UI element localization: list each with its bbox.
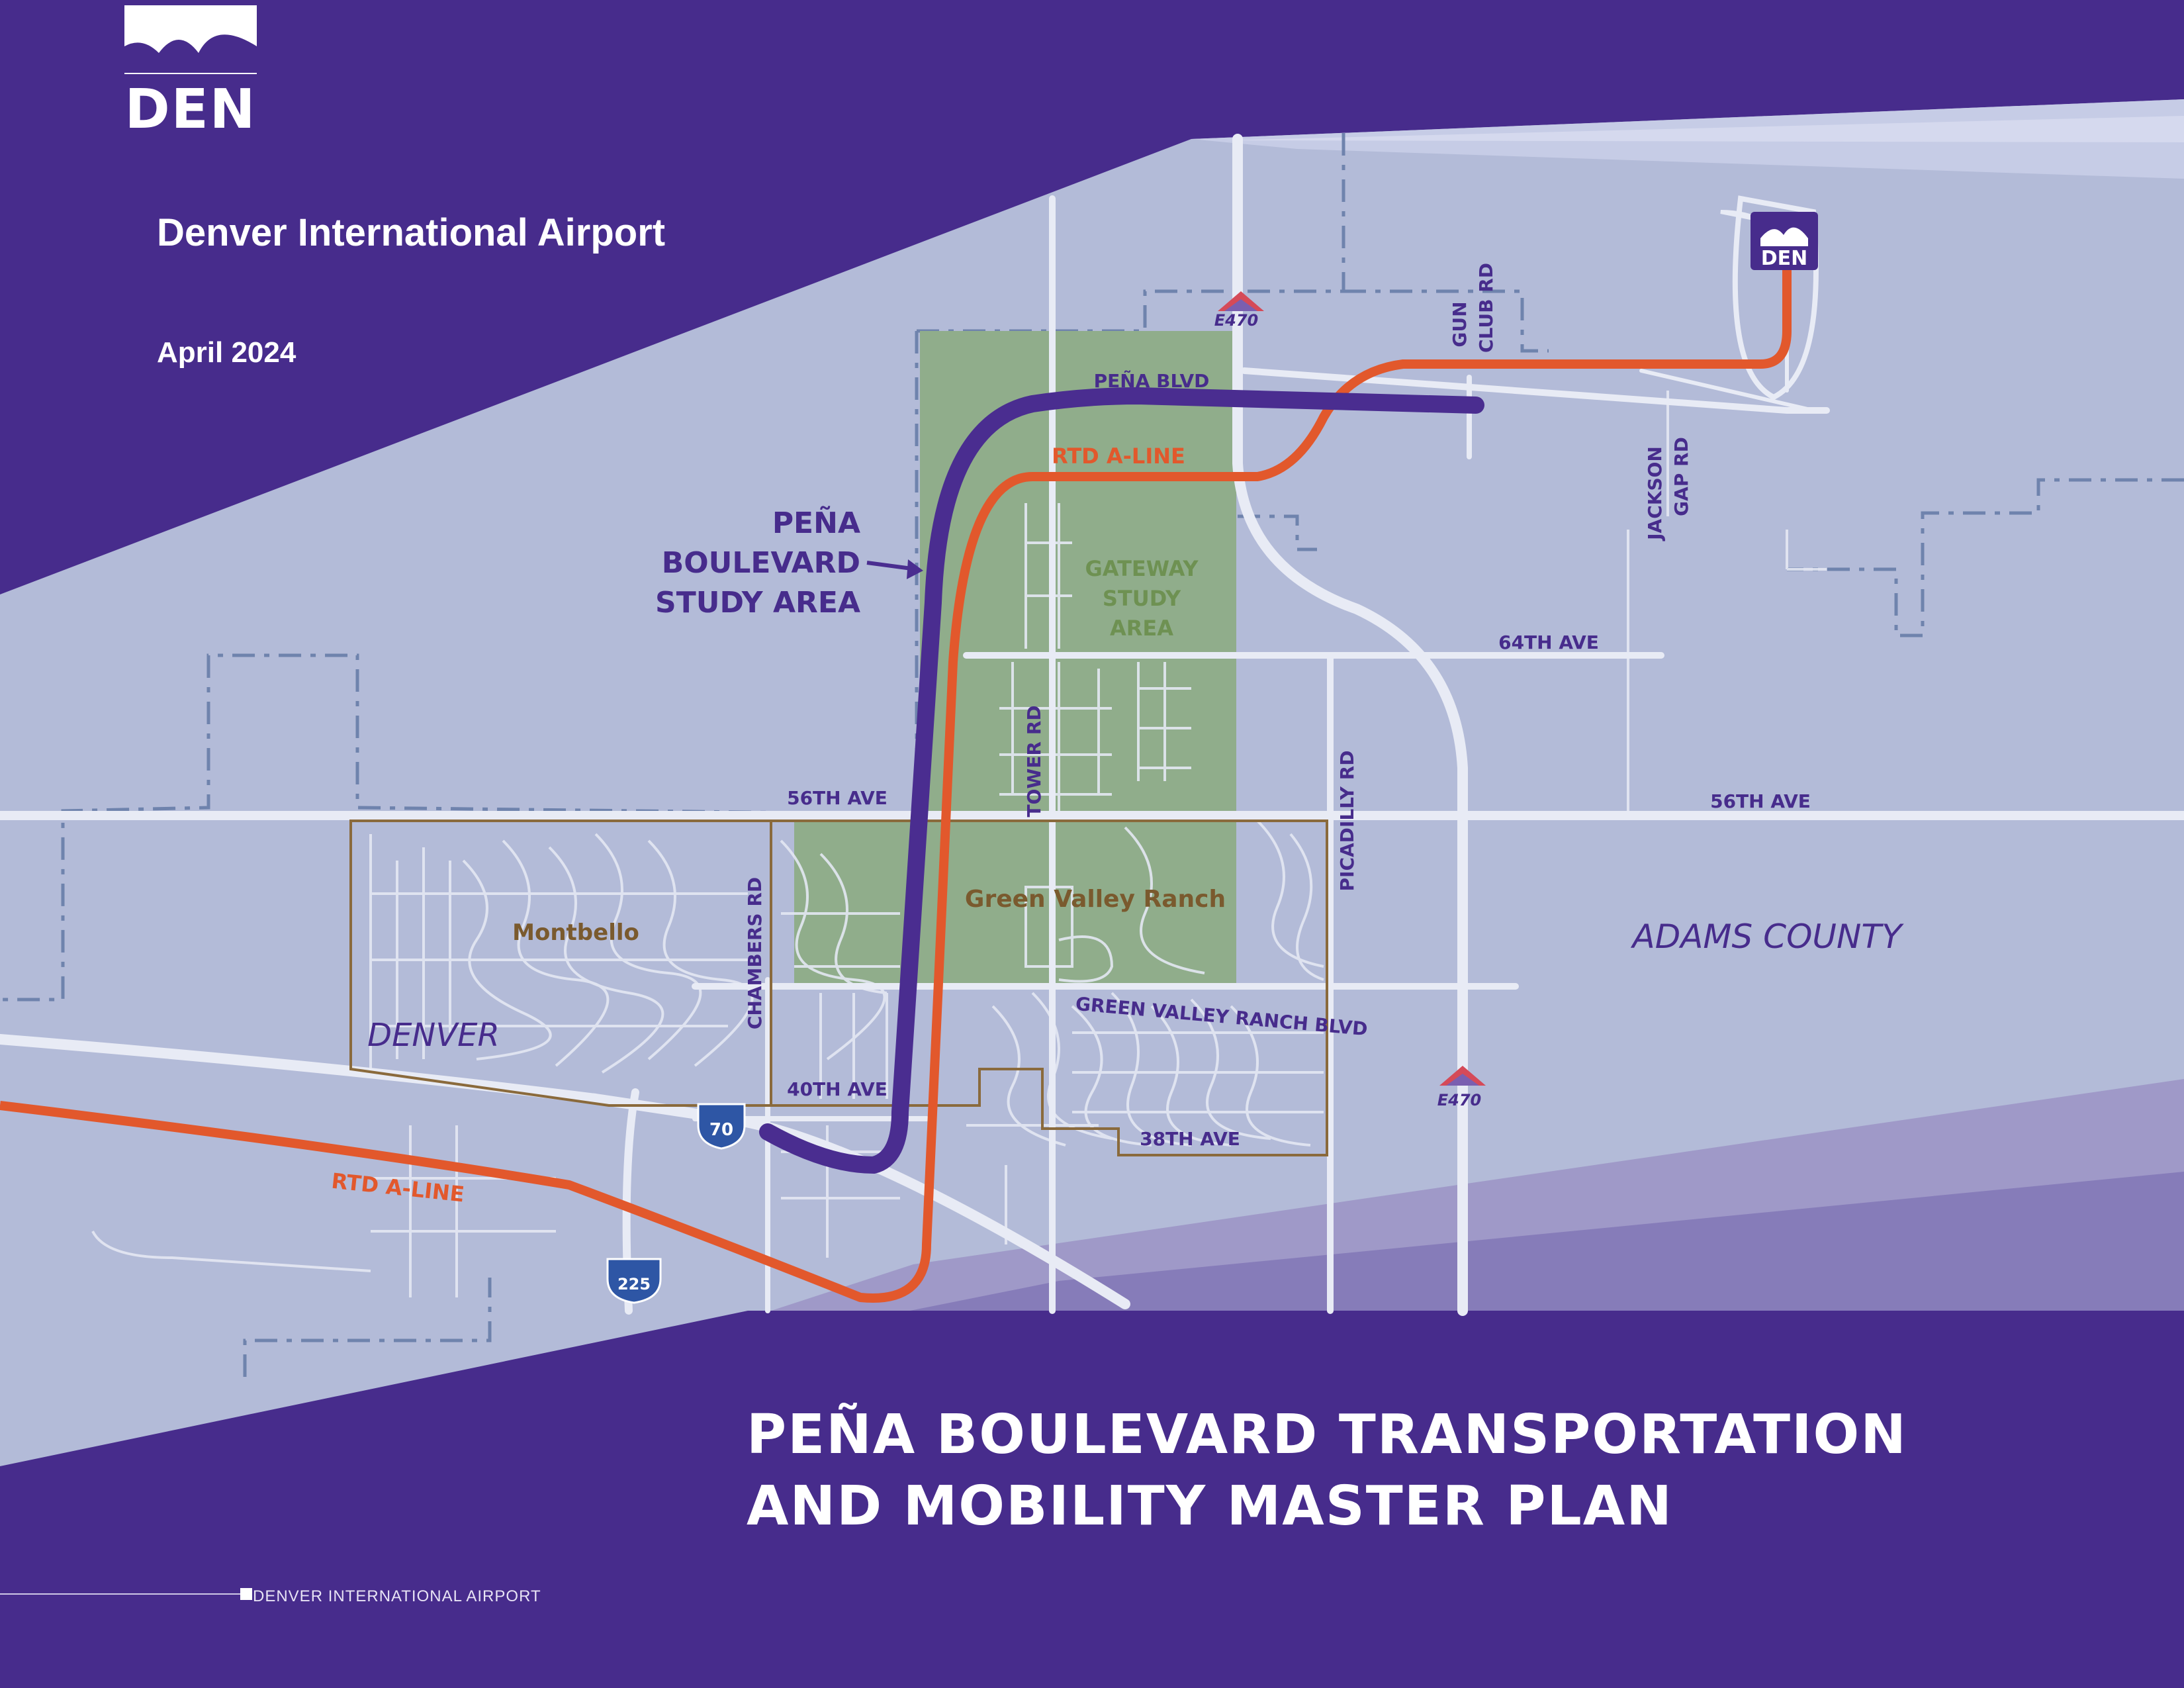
ave-40th-label: 40TH AVE: [787, 1078, 887, 1100]
jackson-gap-rd-label: GAP RD: [1670, 437, 1692, 516]
gateway-label: STUDY: [1103, 586, 1181, 611]
adams-county-label: ADAMS COUNTY: [1630, 917, 1903, 956]
ave-64th-label: 64TH AVE: [1498, 632, 1599, 653]
document-title-line1: PEÑA BOULEVARD TRANSPORTATION: [747, 1403, 1907, 1466]
i225-label: 225: [617, 1275, 651, 1293]
pena-boulevard: [759, 387, 1484, 1174]
jackson-gap-rd-label: JACKSON: [1644, 446, 1666, 541]
den-marker-icon: [1751, 212, 1818, 270]
document-title-line2: AND MOBILITY MASTER PLAN: [747, 1475, 1673, 1538]
map-shade-band: [893, 1172, 2184, 1314]
e470-shield-icon: [1439, 1066, 1486, 1086]
street-grid: [91, 391, 1827, 1297]
gun-club-rd-label: GUN: [1449, 301, 1471, 347]
ave-56th-label: 56TH AVE: [1710, 790, 1811, 812]
montbello-label: Montbello: [512, 919, 639, 946]
arrow-head: [907, 559, 923, 579]
rtd-a-line-label: RTD A-LINE: [1052, 444, 1185, 469]
den-logo-text: DEN: [124, 78, 257, 141]
study-area-label: PEÑA: [772, 505, 860, 540]
gun-club-rd-label: CLUB RD: [1475, 263, 1497, 353]
tower-rd-label: TOWER RD: [1023, 705, 1045, 817]
publication-date: April 2024: [157, 336, 296, 369]
green-valley-ranch-label: Green Valley Ranch: [965, 886, 1226, 913]
footer-text: DENVER INTERNATIONAL AIRPORT: [253, 1587, 541, 1605]
den-logo-icon: [124, 5, 257, 77]
organization-name: Denver International Airport: [157, 211, 666, 254]
gateway-label: GATEWAY: [1085, 556, 1199, 581]
picadilly-rd-label: PICADILLY RD: [1336, 751, 1358, 892]
e470-label: E470: [1437, 1091, 1482, 1109]
study-area-label: BOULEVARD: [662, 546, 860, 580]
footer-bullet: [240, 1588, 252, 1600]
study-area-label: STUDY AREA: [655, 586, 860, 620]
gateway-label: AREA: [1110, 616, 1173, 641]
e470-label: E470: [1214, 311, 1259, 330]
i70-label: 70: [709, 1120, 733, 1140]
i225-shield-icon: [606, 1258, 662, 1304]
bottom-band: [0, 1311, 2184, 1688]
den-marker-label: DEN: [1761, 247, 1808, 270]
city-boundary: [349, 820, 1328, 1156]
map-light-band: [1224, 116, 2184, 142]
pena-blvd-label: PEÑA BLVD: [1094, 369, 1210, 392]
ave-38th-label: 38TH AVE: [1140, 1128, 1240, 1150]
i70-shield-icon: [697, 1103, 746, 1150]
ave-56th-label: 56TH AVE: [787, 787, 887, 809]
rtd-a-line: [0, 265, 1792, 1303]
chambers-rd-label: CHAMBERS RD: [744, 877, 766, 1029]
e470-shield-icon: [1218, 291, 1264, 311]
denver-label: DENVER: [367, 1017, 500, 1054]
